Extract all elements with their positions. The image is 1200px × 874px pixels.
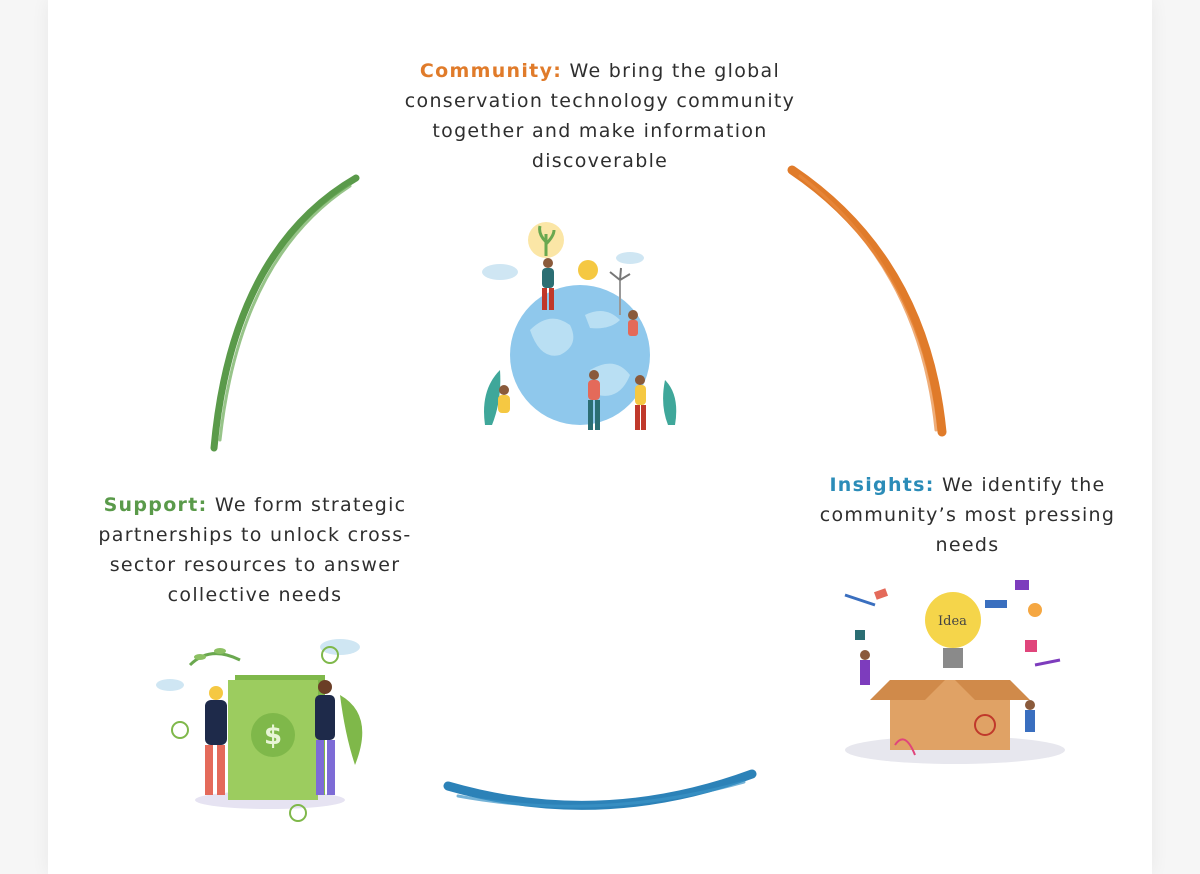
globe-people-illustration <box>482 222 677 430</box>
support-heading: Support: <box>103 494 208 516</box>
arc-community-stroke2 <box>798 174 938 432</box>
community-heading: Community: <box>419 60 563 82</box>
arc-community <box>787 165 947 437</box>
community-body: We bring the global conservation technol… <box>404 60 796 172</box>
insights-body: We identify the community’s most pressin… <box>819 474 1116 556</box>
dollar-sign-main: $ <box>264 721 282 751</box>
insights-heading: Insights: <box>829 474 935 496</box>
community-block: Community: We bring the global conservat… <box>380 56 820 176</box>
support-block: Support: We form strategic partnerships … <box>70 490 440 610</box>
idea-box-illustration: Idea <box>844 580 1065 764</box>
arc-insights-bottom-stroke2 <box>456 780 746 808</box>
money-partnership-illustration: $ <box>156 639 363 822</box>
support-body: We form strategic partnerships to unlock… <box>98 494 412 606</box>
idea-text: Idea <box>938 614 967 629</box>
arc-support-stroke2 <box>218 184 352 442</box>
insights-block: Insights: We identify the community’s mo… <box>800 470 1135 560</box>
arc-support <box>210 174 360 452</box>
